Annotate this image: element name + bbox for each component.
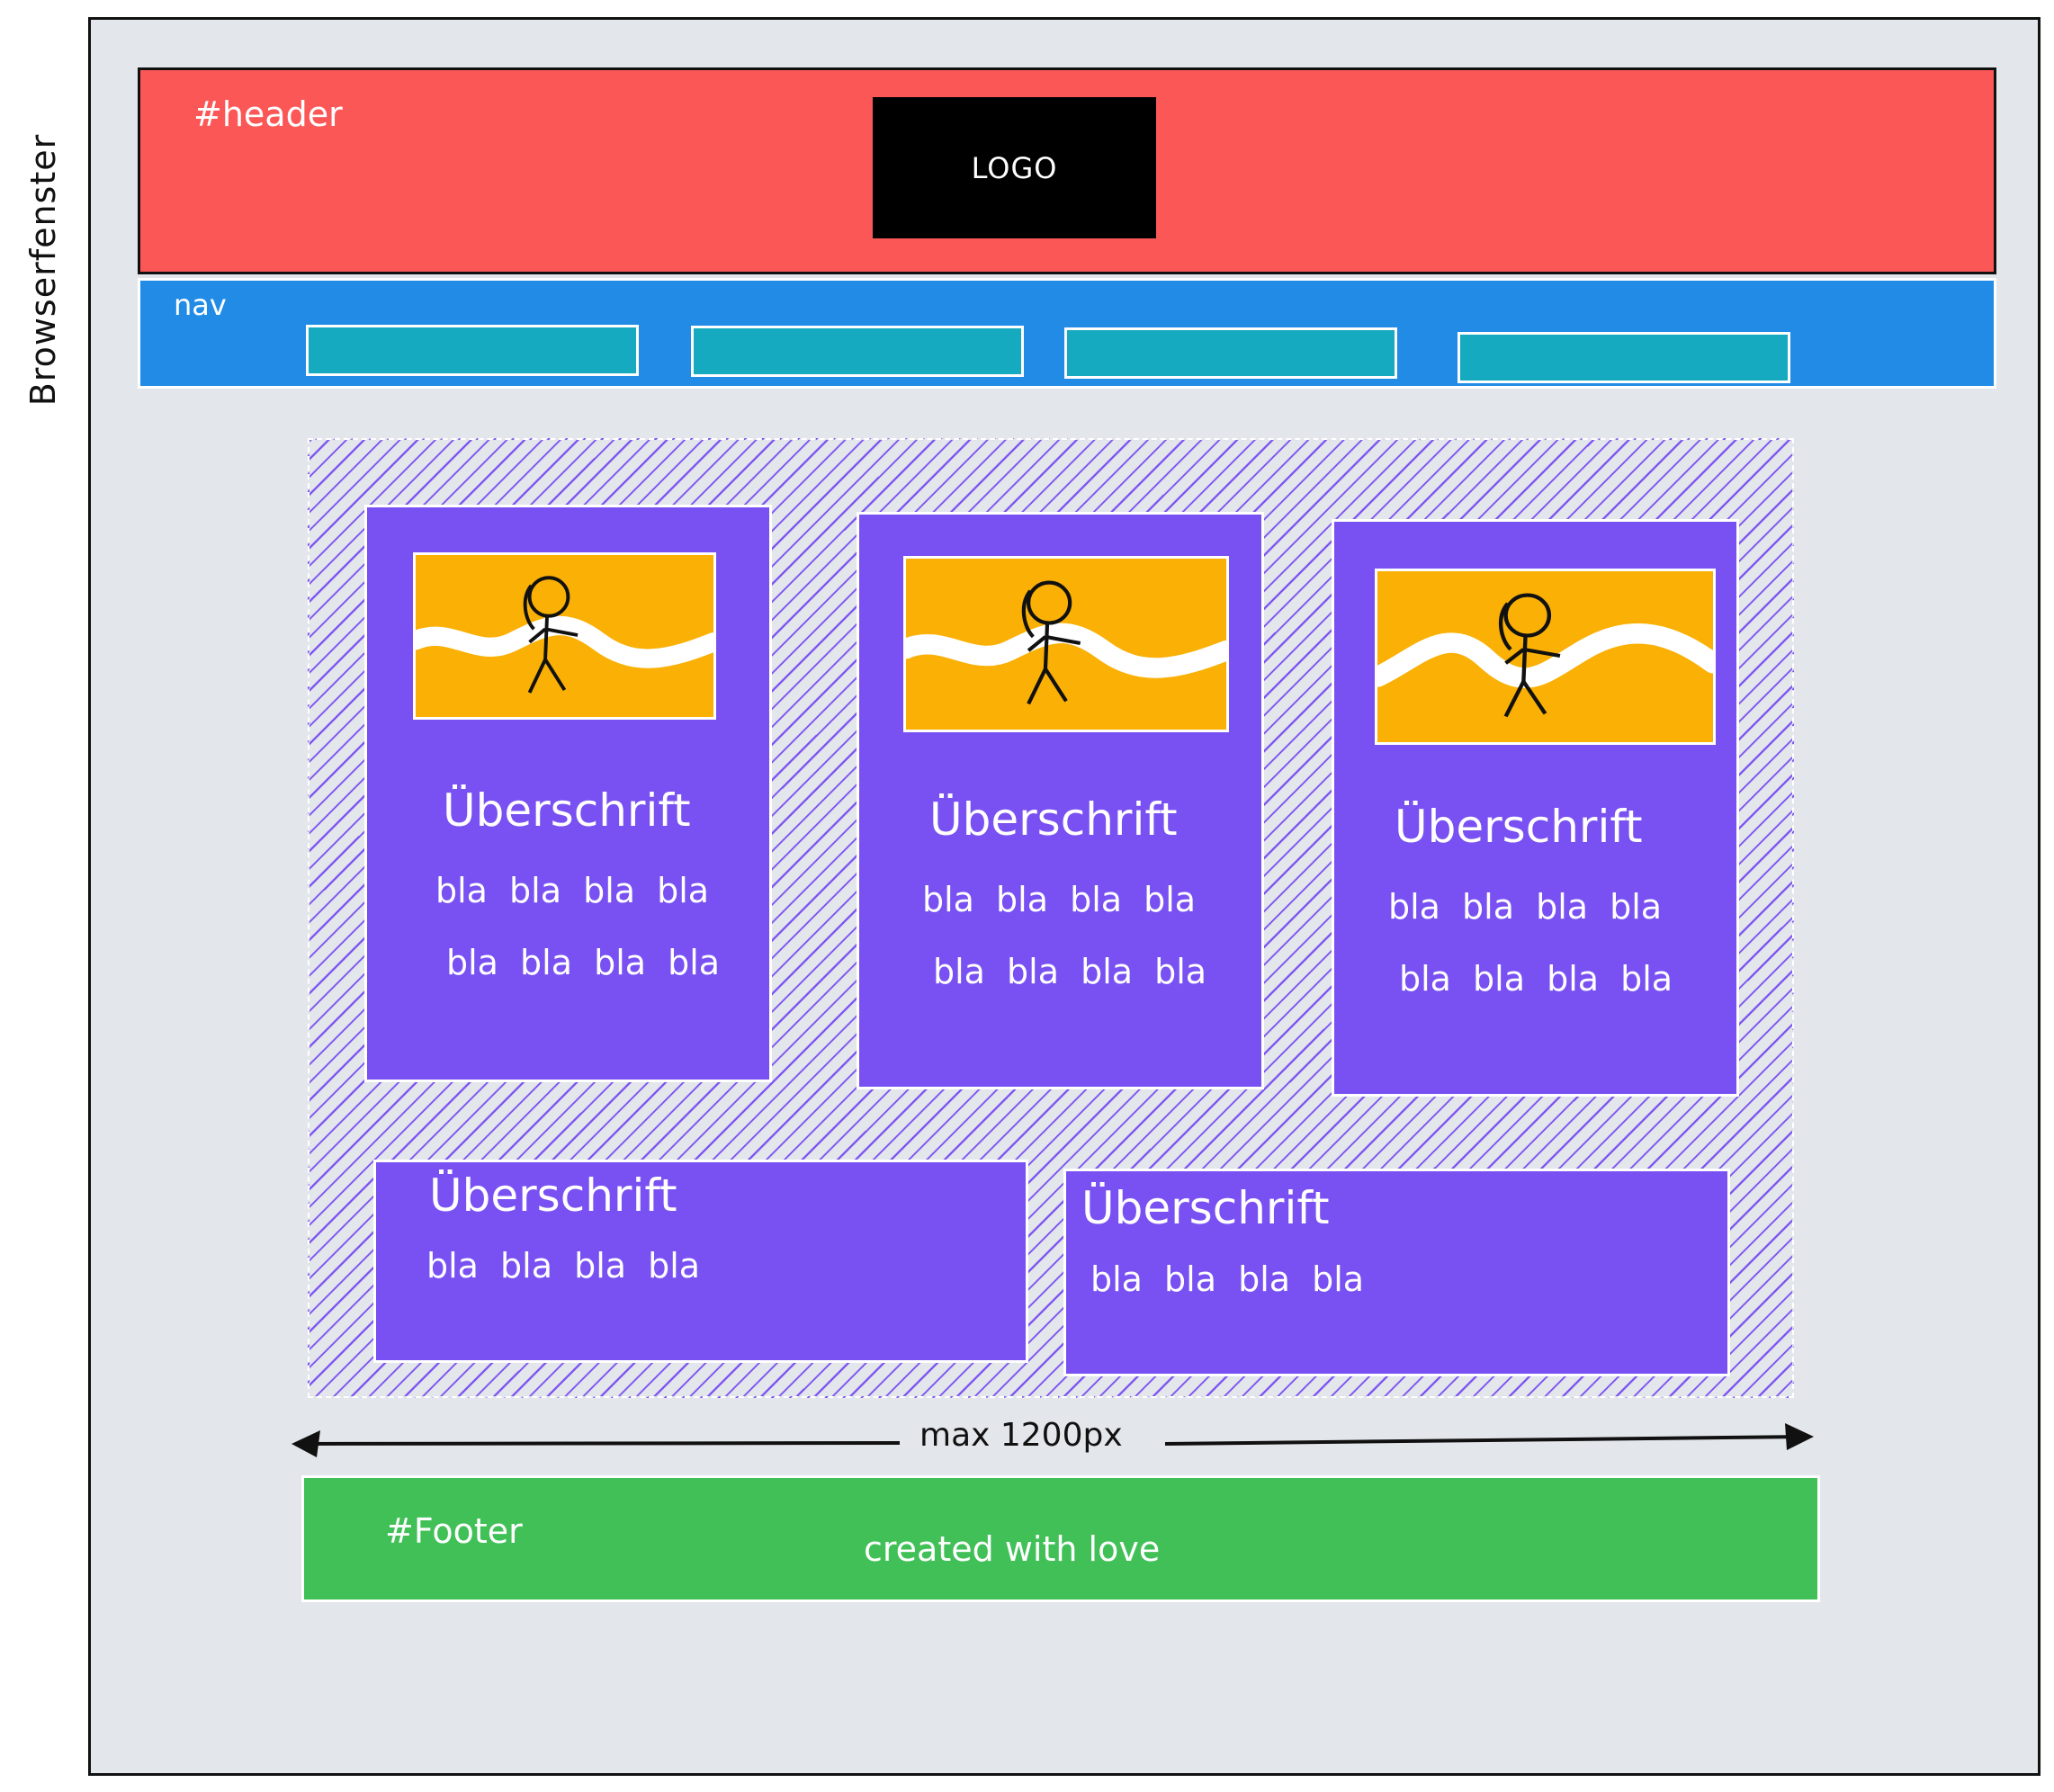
browser-window-label: Browserfenster xyxy=(23,133,63,407)
nav-label: nav xyxy=(174,288,227,322)
nav-item-4[interactable] xyxy=(1458,332,1790,383)
nav-item-3[interactable] xyxy=(1064,327,1397,379)
card-2-image xyxy=(903,556,1229,732)
hiker-illustration-icon xyxy=(1377,593,1713,718)
card-4-text-line-1: bla bla bla bla xyxy=(426,1246,701,1286)
nav-item-1[interactable] xyxy=(306,325,639,376)
max-width-label: max 1200px xyxy=(919,1417,1123,1454)
footer-label: #Footer xyxy=(385,1511,523,1551)
card-1-image xyxy=(413,552,716,720)
card-4[interactable] xyxy=(373,1160,1028,1363)
footer-block xyxy=(301,1475,1820,1602)
arrow-right-icon xyxy=(1785,1423,1814,1450)
card-5-text-line-1: bla bla bla bla xyxy=(1090,1259,1365,1299)
logo-block: LOGO xyxy=(873,97,1156,238)
hiker-illustration-icon xyxy=(906,580,1226,705)
header-label: #header xyxy=(193,94,343,134)
logo-text: LOGO xyxy=(971,150,1058,185)
max-width-dimension-arrow xyxy=(292,1423,1814,1457)
card-5-title: Überschrift xyxy=(1081,1182,1330,1234)
card-2-text-line-2: bla bla bla bla xyxy=(933,952,1207,991)
card-1-text-line-1: bla bla bla bla xyxy=(435,871,710,910)
nav-item-2[interactable] xyxy=(691,326,1024,377)
card-2-title: Überschrift xyxy=(929,793,1178,846)
card-1-title: Überschrift xyxy=(443,784,691,837)
footer-text: created with love xyxy=(864,1529,1161,1569)
hiker-illustration-icon xyxy=(416,576,713,694)
card-4-title: Überschrift xyxy=(429,1169,677,1222)
card-3-text-line-1: bla bla bla bla xyxy=(1388,887,1663,927)
card-3-image xyxy=(1375,569,1716,745)
card-3-text-line-2: bla bla bla bla xyxy=(1399,959,1673,999)
card-1-text-line-2: bla bla bla bla xyxy=(446,943,721,982)
arrow-left-icon xyxy=(292,1430,320,1457)
card-2-text-line-1: bla bla bla bla xyxy=(922,880,1197,919)
card-5[interactable] xyxy=(1063,1169,1730,1376)
card-3-title: Überschrift xyxy=(1395,801,1643,853)
